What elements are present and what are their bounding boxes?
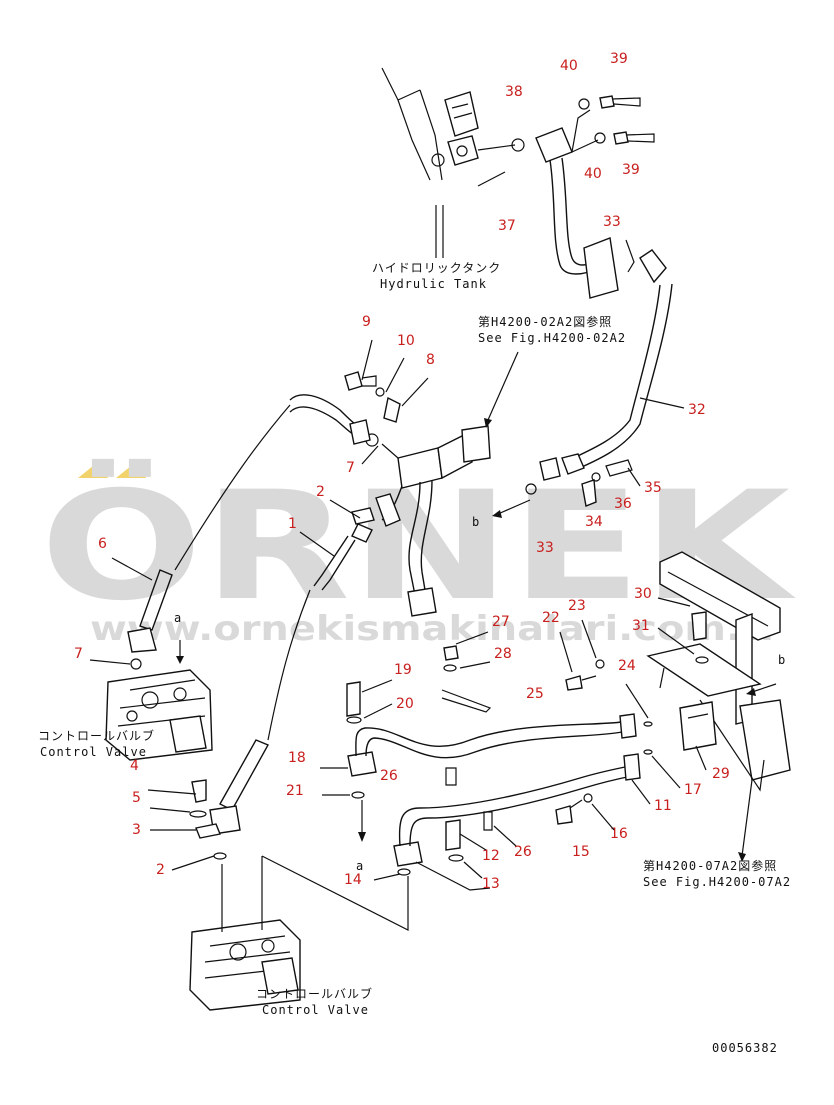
callout-label: 16 [610, 826, 628, 842]
control-valve-upper [105, 640, 213, 761]
callout-label: 5 [132, 790, 141, 806]
callout-label: 40 [584, 166, 602, 182]
control-valve-lower [189, 855, 409, 1011]
tank-caption-en: Hydrulic Tank [380, 277, 487, 291]
callout-label: 33 [603, 214, 621, 230]
watermark-accent-left [78, 462, 108, 478]
cv2-caption-en: Control Valve [262, 1003, 369, 1017]
callout-label: 29 [712, 766, 730, 782]
callout-label: 2 [316, 484, 325, 500]
callout-label: 13 [482, 876, 500, 892]
callout-label: 4 [130, 758, 139, 774]
callout-label: 22 [542, 610, 560, 626]
callout-label: 30 [634, 586, 652, 602]
tube-18-26 [346, 645, 637, 786]
hydraulic-tank [381, 67, 516, 258]
cv2-caption-jp: コントロールバルブ [256, 986, 373, 1001]
marker-a: a [174, 611, 182, 625]
ref1-caption-en: See Fig.H4200-02A2 [478, 331, 626, 345]
tank-caption-jp: ハイドロリックタンク [372, 261, 501, 275]
ref2-caption-jp: 第H4200-07A2図参照 [643, 858, 777, 873]
callout-label: 15 [572, 844, 590, 860]
callout-label: 26 [380, 768, 398, 784]
callout-label: 18 [288, 750, 306, 766]
callout-label: 40 [560, 58, 578, 74]
marker-b: b [472, 515, 480, 529]
hose-32 [525, 249, 673, 507]
callout-label: 2 [156, 862, 165, 878]
callout-label: 32 [688, 402, 706, 418]
callout-label: 24 [618, 658, 636, 674]
small-parts-center [351, 791, 411, 876]
callout-label: 10 [397, 333, 415, 349]
watermark-accent-right [116, 462, 146, 478]
callout-label: 6 [98, 536, 107, 552]
callout-label: 28 [494, 646, 512, 662]
callout-label: 9 [362, 314, 371, 330]
callout-label: 21 [286, 783, 304, 799]
cv1-caption-en: Control Valve [40, 745, 147, 759]
callout-label: 8 [426, 352, 435, 368]
callout-label: 39 [610, 51, 628, 67]
tube-11-14 [393, 753, 641, 891]
hose-6 [127, 404, 291, 653]
callout-labels: 40 39 38 40 39 37 33 9 10 8 7 2 1 32 35 … [74, 51, 730, 892]
callout-label: 34 [585, 514, 603, 530]
cv1-caption-jp: コントロールバルブ [38, 728, 155, 743]
watermark-url: www.ornekismakinalari.com.tr [90, 609, 780, 649]
ref1-caption-jp: 第H4200-02A2図参照 [478, 314, 612, 329]
callout-label: 26 [514, 844, 532, 860]
tube-37 [535, 109, 635, 299]
callout-label: 11 [654, 798, 672, 814]
callout-label: 14 [344, 872, 362, 888]
bolts-39-40 [511, 95, 655, 152]
callout-label: 36 [614, 496, 632, 512]
marker-a: a [356, 859, 364, 873]
drawing-number: 00056382 [712, 1041, 778, 1055]
callout-label: 12 [482, 848, 500, 864]
callout-label: 7 [74, 646, 83, 662]
callout-label: 38 [505, 84, 523, 100]
callout-label: 3 [132, 822, 141, 838]
callout-label: 7 [346, 460, 355, 476]
callout-label: 27 [492, 614, 510, 630]
callout-label: 33 [536, 540, 554, 556]
marker-b: b [778, 653, 786, 667]
bracket-assembly [555, 551, 791, 825]
callout-label: 39 [622, 162, 640, 178]
callout-label: 23 [568, 598, 586, 614]
center-block [365, 425, 491, 617]
callout-label: 20 [396, 696, 414, 712]
callout-label: 1 [288, 516, 297, 532]
callout-label: 17 [684, 782, 702, 798]
callout-label: 35 [644, 480, 662, 496]
small-parts-left [189, 779, 227, 860]
reference-arrows [484, 351, 753, 862]
hose-upper-left [289, 371, 401, 445]
callout-label: 19 [394, 662, 412, 678]
ref2-caption-en: See Fig.H4200-07A2 [643, 875, 791, 889]
callout-label: 37 [498, 218, 516, 234]
hose-1 [209, 507, 375, 835]
callout-label: 31 [632, 618, 650, 634]
leader-lines [89, 339, 707, 881]
callout-label: 25 [526, 686, 544, 702]
